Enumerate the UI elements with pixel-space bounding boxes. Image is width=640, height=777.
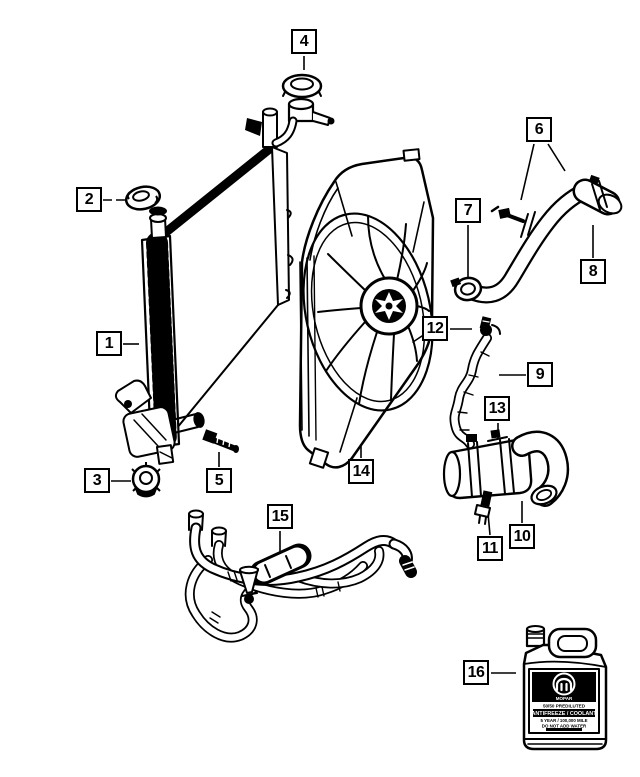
jug-line1-text: 50/50 PREDILUTED — [543, 704, 586, 709]
callout-11-sensor[interactable]: 11 — [477, 536, 503, 561]
bolt-art — [202, 429, 239, 453]
callout-16-coolant-jug[interactable]: 16 — [463, 660, 489, 685]
grommet-art — [124, 185, 162, 211]
callout-13-clamp[interactable]: 13 — [484, 396, 510, 421]
callout-15-hose-assembly[interactable]: 15 — [267, 504, 293, 529]
radiator-art — [114, 107, 294, 465]
callout-7-clamp[interactable]: 7 — [455, 198, 481, 223]
jug-line4-text: DO NOT ADD WATER — [542, 724, 587, 729]
callout-6-clamps[interactable]: 6 — [526, 117, 552, 142]
coolant-jug-art: MOPAR 50/50 PREDILUTED ANTIFREEZE / COOL… — [522, 625, 608, 751]
callout-4-radiator-cap[interactable]: 4 — [291, 29, 317, 54]
callout-2-grommet[interactable]: 2 — [76, 187, 102, 212]
callout-5-bolt[interactable]: 5 — [206, 468, 232, 493]
callout-12-vent-fitting[interactable]: 12 — [422, 316, 448, 341]
vent-hose-art — [449, 316, 501, 449]
callout-10-outlet-elbow[interactable]: 10 — [509, 524, 535, 549]
fan-shroud-art — [298, 148, 435, 469]
outlet-housing-art — [442, 429, 570, 525]
radiator-cap-art — [271, 73, 335, 148]
upper-hose-art — [450, 174, 623, 304]
callout-1-radiator[interactable]: 1 — [96, 331, 122, 356]
callout-3-drain-cock[interactable]: 3 — [84, 468, 110, 493]
callout-14-fan-shroud[interactable]: 14 — [348, 459, 374, 484]
jug-brand-text: MOPAR — [556, 696, 573, 701]
drain-cock-art — [131, 462, 161, 498]
hose-assembly-art — [184, 509, 417, 643]
callout-8-upper-hose[interactable]: 8 — [580, 259, 606, 284]
jug-line3-text: 5 YEAR / 100,000 MILE — [540, 718, 587, 723]
jug-line2-text: ANTIFREEZE / COOLANT — [532, 711, 598, 717]
callout-9-vent-hose[interactable]: 9 — [527, 362, 553, 387]
